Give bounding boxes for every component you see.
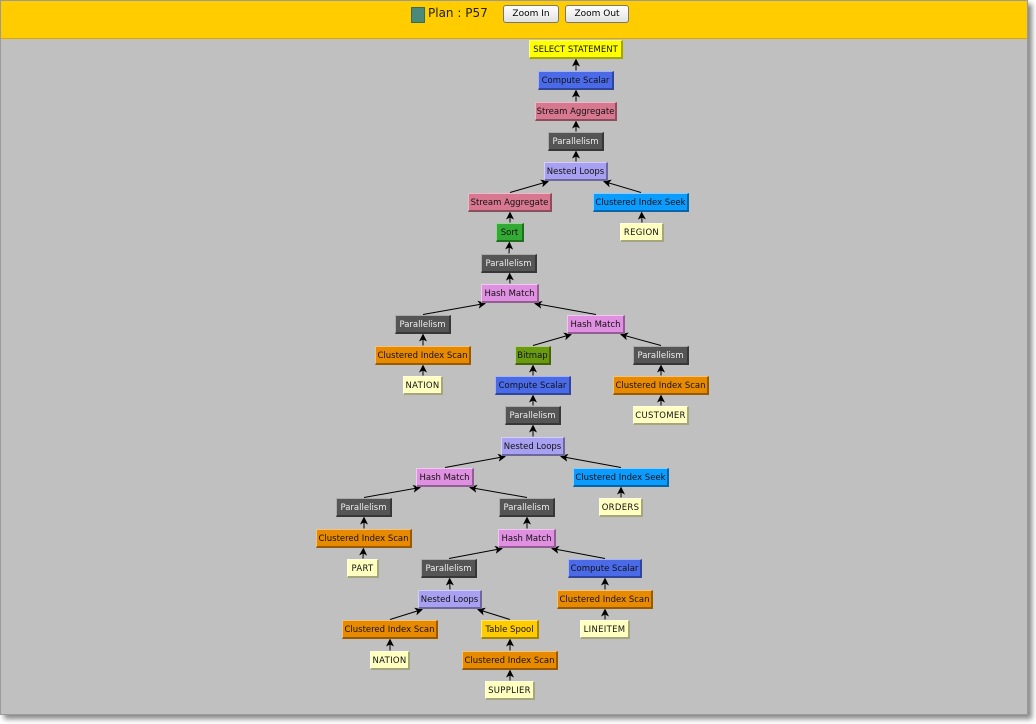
operator-node-parallelism[interactable]: Parallelism: [548, 131, 604, 151]
edge-arrow: [448, 545, 503, 559]
operator-node-parallelism[interactable]: Parallelism: [633, 345, 689, 365]
table-node-part[interactable]: PART: [347, 558, 379, 578]
edge-arrow: [422, 300, 486, 315]
operator-node-sort[interactable]: Sort: [496, 222, 524, 242]
operator-node-compute-scalar[interactable]: Compute Scalar: [538, 70, 614, 90]
operator-node-select-statement[interactable]: SELECT STATEMENT: [529, 39, 623, 59]
zoom-in-button[interactable]: Zoom In: [503, 5, 559, 23]
edge-arrow: [444, 453, 506, 468]
operator-node-hash-match[interactable]: Hash Match: [567, 314, 625, 334]
operator-node-table-spool[interactable]: Table Spool: [481, 619, 539, 639]
operator-node-parallelism[interactable]: Parallelism: [481, 253, 537, 273]
operator-node-nested-loops[interactable]: Nested Loops: [501, 436, 565, 456]
zoom-out-button[interactable]: Zoom Out: [565, 5, 629, 23]
edge-arrow: [620, 332, 662, 346]
table-node-supplier[interactable]: SUPPLIER: [485, 680, 535, 700]
operator-node-clustered-index-scan[interactable]: Clustered Index Scan: [342, 619, 438, 639]
plan-edges: [359, 58, 665, 681]
operator-node-compute-scalar[interactable]: Compute Scalar: [568, 558, 642, 578]
edge-arrow: [560, 453, 622, 468]
operator-node-clustered-index-scan[interactable]: Clustered Index Scan: [375, 345, 471, 365]
operator-node-hash-match[interactable]: Hash Match: [498, 528, 556, 548]
edge-arrow: [363, 484, 421, 498]
edge-arrow: [532, 332, 572, 346]
operator-node-bitmap[interactable]: Bitmap: [515, 345, 551, 365]
edge-arrow: [469, 484, 528, 498]
operator-node-parallelism[interactable]: Parallelism: [336, 497, 392, 517]
operator-node-stream-aggregate[interactable]: Stream Aggregate: [468, 192, 552, 212]
table-node-customer[interactable]: CUSTOMER: [633, 405, 689, 425]
table-node-nation[interactable]: NATION: [370, 650, 410, 670]
operator-node-parallelism[interactable]: Parallelism: [505, 405, 561, 425]
operator-node-stream-aggregate[interactable]: Stream Aggregate: [535, 101, 617, 121]
edge-arrow: [551, 545, 606, 559]
table-node-lineitem[interactable]: LINEITEM: [580, 619, 630, 639]
operator-node-nested-loops[interactable]: Nested Loops: [418, 589, 482, 609]
table-node-orders[interactable]: ORDERS: [599, 497, 643, 517]
operator-node-parallelism[interactable]: Parallelism: [421, 558, 477, 578]
plan-title: Plan : P57: [428, 6, 488, 20]
operator-node-clustered-index-scan[interactable]: Clustered Index Scan: [462, 650, 558, 670]
operator-node-clustered-index-scan[interactable]: Clustered Index Scan: [557, 589, 653, 609]
operator-node-parallelism[interactable]: Parallelism: [499, 497, 555, 517]
operator-node-clustered-index-scan[interactable]: Clustered Index Scan: [316, 528, 412, 548]
toolbar: Plan : P57 Zoom In Zoom Out: [1, 1, 1027, 39]
edge-arrow: [534, 300, 597, 315]
edge-arrow: [603, 179, 642, 193]
table-node-region[interactable]: REGION: [620, 222, 664, 242]
edge-arrow: [389, 607, 423, 620]
operator-node-hash-match[interactable]: Hash Match: [481, 283, 539, 303]
operator-node-nested-loops[interactable]: Nested Loops: [544, 161, 608, 181]
operator-node-parallelism[interactable]: Parallelism: [395, 314, 451, 334]
edge-arrow: [477, 607, 511, 620]
operator-node-clustered-index-scan[interactable]: Clustered Index Scan: [613, 375, 709, 395]
edge-arrow: [509, 179, 549, 193]
operator-node-clustered-index-seek[interactable]: Clustered Index Seek: [573, 467, 669, 487]
table-node-nation[interactable]: NATION: [403, 375, 443, 395]
operator-node-compute-scalar[interactable]: Compute Scalar: [495, 375, 571, 395]
plan-color-swatch: [411, 7, 425, 23]
operator-node-hash-match[interactable]: Hash Match: [416, 467, 474, 487]
operator-node-clustered-index-seek[interactable]: Clustered Index Seek: [593, 192, 689, 212]
